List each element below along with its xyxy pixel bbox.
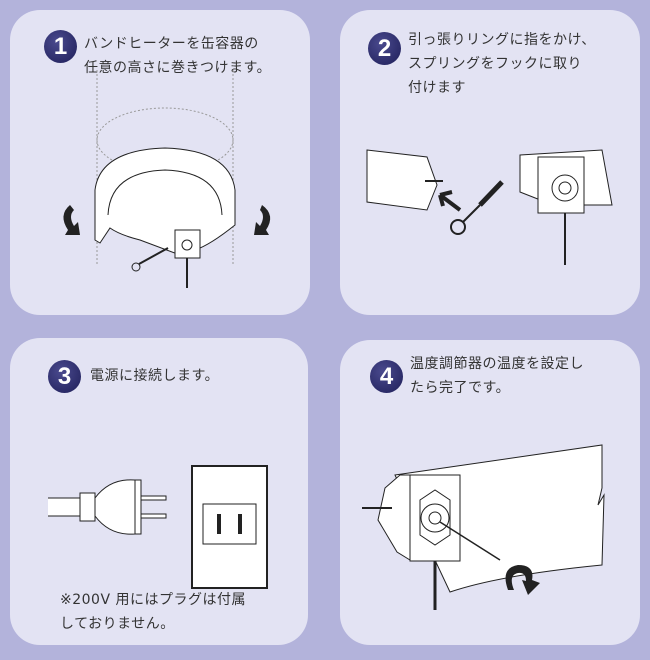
band-heater-wrap-illustration — [63, 70, 271, 288]
step-number-badge: 1 — [44, 30, 77, 63]
step-instruction: 引っ張りリングに指をかけ、 スプリングをフックに取り 付けます — [408, 32, 596, 96]
step-3-card: 3 電源に接続します。 ※200V 用にはプラグは付属 しておりません。 — [10, 338, 308, 645]
step-4-card: 4 温度調節器の温度を設定し たら完了です。 — [340, 340, 640, 645]
step-number-badge: 4 — [370, 360, 403, 393]
step-instruction: 電源に接続します。 — [90, 368, 220, 384]
rotate-clockwise-icon — [505, 565, 540, 595]
plug-outlet-illustration — [48, 465, 268, 589]
plug-note: ※200V 用にはプラグは付属 しておりません。 — [60, 592, 246, 632]
thermostat-adjust-illustration — [362, 444, 605, 610]
rotate-arrow-icon — [254, 205, 271, 235]
spring-hook-illustration — [366, 149, 613, 265]
step-1-card: 1 バンドヒーターを缶容器の 任意の高さに巻きつけます。 — [10, 10, 310, 315]
step-number-badge: 3 — [48, 360, 81, 393]
rotate-arrow-icon — [63, 205, 80, 235]
step-number-badge: 2 — [368, 32, 401, 65]
step-2-card: 2 引っ張りリングに指をかけ、 スプリングをフックに取り 付けます — [340, 10, 640, 315]
step-instruction: バンドヒーターを缶容器の 任意の高さに巻きつけます。 — [84, 36, 272, 76]
step-instruction: 温度調節器の温度を設定し たら完了です。 — [410, 356, 584, 396]
